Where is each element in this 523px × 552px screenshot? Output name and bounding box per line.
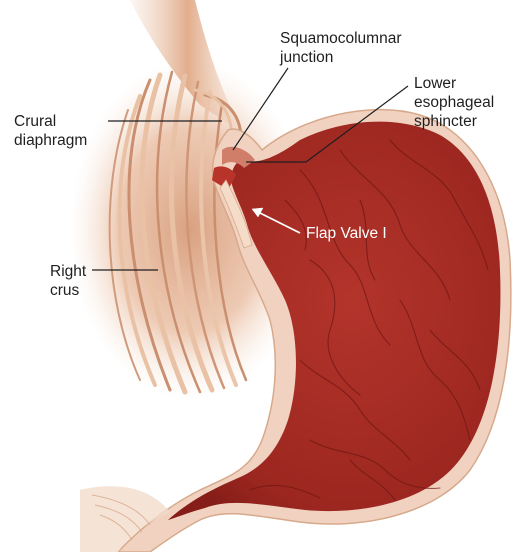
label-right-crus: Right crus bbox=[50, 262, 86, 300]
label-flap-valve: Flap Valve I bbox=[306, 224, 387, 243]
label-crural-diaphragm: Crural diaphragm bbox=[14, 112, 87, 150]
label-squamocolumnar-junction: Squamocolumnar junction bbox=[280, 29, 401, 67]
label-lower-esophageal-sphincter: Lower esophageal sphincter bbox=[414, 74, 494, 131]
